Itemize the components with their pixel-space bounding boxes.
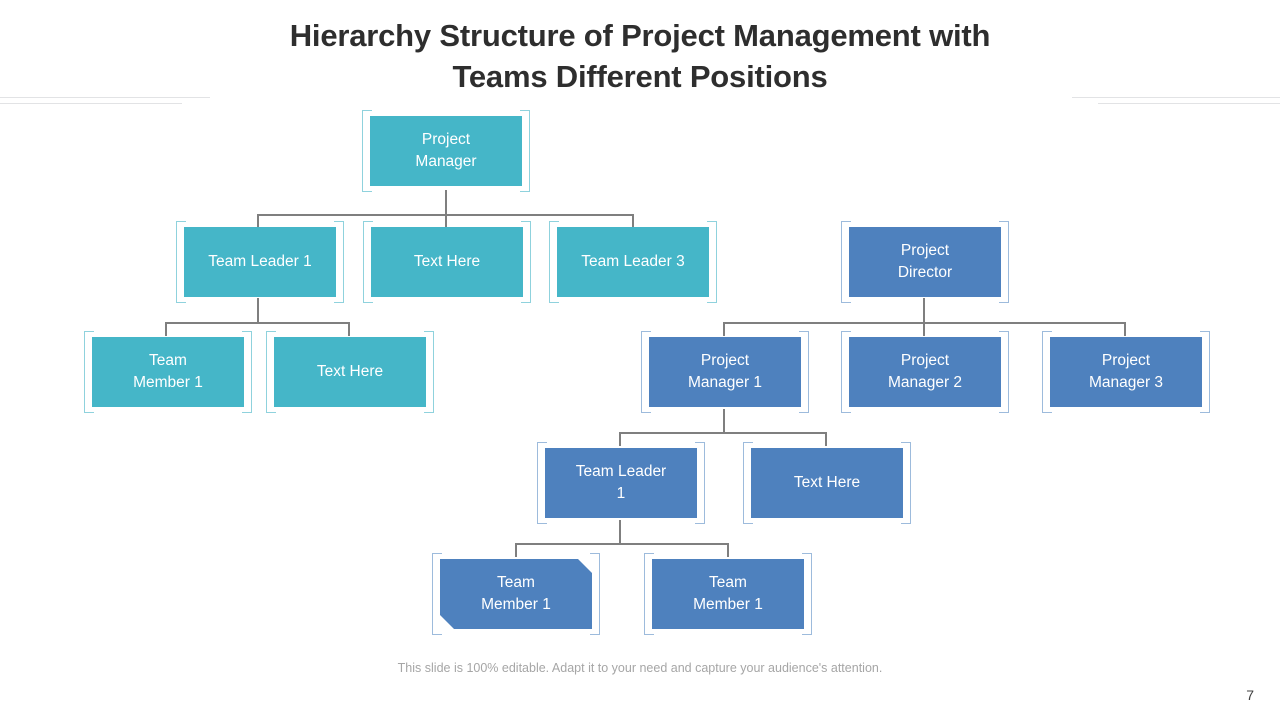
node-project-manager-2[interactable]: Project Manager 2: [849, 337, 1001, 407]
connector-teal-drop-team-member-1: [165, 322, 167, 336]
title-divider-left-lower: [0, 103, 182, 104]
connector-blue-tl1-stem: [619, 520, 621, 544]
title-divider-right-lower: [1098, 103, 1280, 104]
connector-blue-drop-team-member-1b: [727, 543, 729, 557]
connector-blue-drop-project-manager-1: [723, 322, 725, 336]
node-team-member-1-teal[interactable]: Team Member 1: [92, 337, 244, 407]
node-text-here-teal-top[interactable]: Text Here: [371, 227, 523, 297]
connector-teal-drop-text-here-bottom: [348, 322, 350, 336]
connector-teal-drop-team-leader-1: [257, 214, 259, 228]
node-team-leader-3[interactable]: Team Leader 3: [557, 227, 709, 297]
node-team-member-1-blue-right[interactable]: Team Member 1: [652, 559, 804, 629]
node-project-manager-1[interactable]: Project Manager 1: [649, 337, 801, 407]
connector-blue-pm1-stem: [723, 409, 725, 433]
node-text-here-teal-bottom[interactable]: Text Here: [274, 337, 426, 407]
page-title-line-2: Teams Different Positions: [452, 58, 828, 94]
node-text-here-blue[interactable]: Text Here: [751, 448, 903, 518]
connector-blue-drop-team-member-1a: [515, 543, 517, 557]
title-divider-right-upper: [1072, 97, 1280, 98]
connector-blue-drop-project-manager-3: [1124, 322, 1126, 336]
connector-blue-drop-text-here: [825, 432, 827, 446]
editable-note: This slide is 100% editable. Adapt it to…: [397, 661, 883, 675]
connector-teal-drop-team-leader-3: [632, 214, 634, 228]
connector-teal-level2-bus: [166, 322, 349, 324]
node-team-leader-1-blue[interactable]: Team Leader 1: [545, 448, 697, 518]
page-number: 7: [1246, 687, 1254, 703]
title-divider-left-upper: [0, 97, 210, 98]
connector-teal-drop-text-here-top: [445, 214, 447, 228]
node-project-manager-3[interactable]: Project Manager 3: [1050, 337, 1202, 407]
node-project-director[interactable]: Project Director: [849, 227, 1001, 297]
node-team-leader-1[interactable]: Team Leader 1: [184, 227, 336, 297]
connector-teal-tl1-stem: [257, 298, 259, 323]
connector-blue-drop-project-manager-2: [923, 322, 925, 336]
page-title-line-1: Hierarchy Structure of Project Managemen…: [289, 18, 991, 53]
connector-blue-level2-bus: [620, 432, 826, 434]
connector-blue-director-stem: [923, 298, 925, 323]
page-title: Hierarchy Structure of Project Managemen…: [180, 16, 1100, 98]
node-project-manager[interactable]: Project Manager: [370, 116, 522, 186]
connector-blue-drop-team-leader-1: [619, 432, 621, 446]
node-team-member-1-blue-left[interactable]: Team Member 1: [440, 559, 592, 629]
connector-teal-pm-stem: [445, 190, 447, 215]
connector-blue-level3-bus: [516, 543, 728, 545]
